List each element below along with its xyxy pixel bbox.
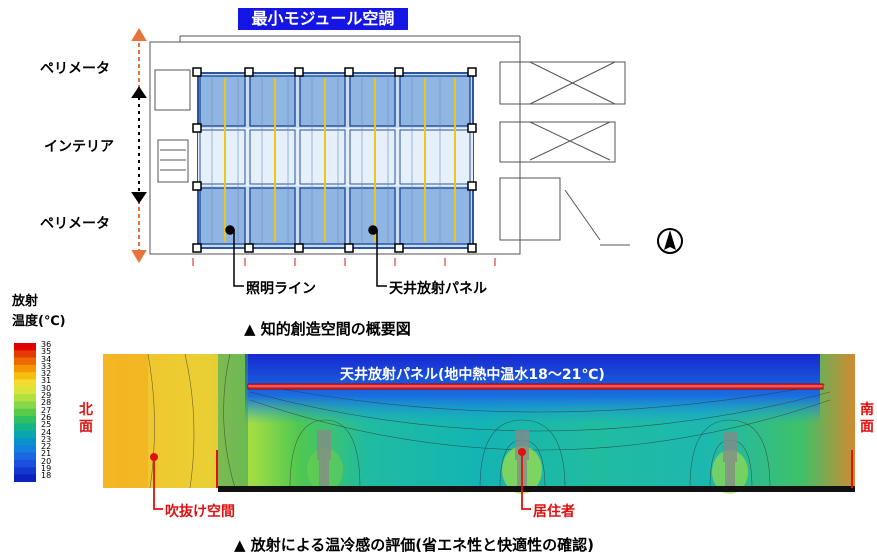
scale-tick: 18 xyxy=(41,471,52,481)
ceiling-panel-label: 天井放射パネル(地中熱中温水18〜21℃) xyxy=(340,367,605,383)
scale-tick: 25 xyxy=(41,420,52,430)
scale-swatch xyxy=(14,394,36,402)
scale-tick: 23 xyxy=(41,434,52,444)
occupant-label: 居住者 xyxy=(533,504,575,520)
caption-overview: ▲ 知的創造空間の概要図 xyxy=(244,320,411,338)
scale-tick: 24 xyxy=(41,427,52,437)
scale-tick: 19 xyxy=(41,464,52,474)
scale-tick: 32 xyxy=(41,369,52,379)
scale-tick: 26 xyxy=(41,412,52,422)
ceiling-panel-modules xyxy=(199,75,471,245)
scale-swatch xyxy=(14,350,36,358)
scale-tick: 29 xyxy=(41,391,52,401)
floor-plan-title: 最小モジュール空調 xyxy=(238,8,408,30)
scale-swatch xyxy=(14,445,36,453)
scale-tick: 35 xyxy=(41,347,52,357)
scale-swatch xyxy=(14,408,36,417)
scale-swatch xyxy=(14,357,36,366)
scale-swatch xyxy=(14,416,36,424)
scale-swatch xyxy=(14,467,36,475)
scale-tick: 27 xyxy=(41,405,52,415)
scale-swatch xyxy=(14,423,36,431)
void-space-label: 吹抜け空間 xyxy=(165,504,235,520)
scale-title-line2: 温度(℃) xyxy=(12,314,66,329)
zone-arrows xyxy=(131,28,147,263)
north-arrow-icon xyxy=(657,228,683,254)
scale-tick: 30 xyxy=(41,383,52,393)
scale-swatch xyxy=(14,364,36,373)
callout-leaders xyxy=(225,225,387,287)
scale-swatch xyxy=(14,372,36,380)
scale-tick: 21 xyxy=(41,449,52,459)
scale-swatch xyxy=(14,437,36,446)
caption-evaluation: ▲ 放射による温冷感の評価(省エネ性と快適性の確認) xyxy=(234,536,595,554)
zone-label-interior: インテリア xyxy=(44,139,114,155)
cfd-section xyxy=(103,353,855,510)
building-outline xyxy=(149,35,630,255)
scale-swatch xyxy=(14,430,36,439)
scale-swatch xyxy=(14,474,36,482)
scale-tick: 31 xyxy=(41,376,52,386)
scale-swatch xyxy=(14,401,36,409)
south-face-label: 南面 xyxy=(860,402,874,435)
color-scale xyxy=(14,343,36,482)
structural-columns xyxy=(192,67,477,253)
scale-tick: 36 xyxy=(41,340,52,349)
lighting-lines xyxy=(224,78,456,242)
scale-swatch xyxy=(14,379,36,388)
zone-label-perimeter-top: ペリメータ xyxy=(40,61,110,77)
zone-label-perimeter-bottom: ペリメータ xyxy=(40,216,110,232)
scale-tick: 33 xyxy=(41,361,52,371)
scale-swatch xyxy=(14,452,36,461)
scale-tick: 20 xyxy=(41,456,52,466)
scale-tick: 28 xyxy=(41,398,52,408)
callout-lighting-line: 照明ライン xyxy=(246,281,316,297)
scale-swatch xyxy=(14,459,36,468)
scale-swatch xyxy=(14,386,36,395)
scale-swatch xyxy=(14,343,36,351)
scale-title-line1: 放射 xyxy=(12,294,39,309)
north-face-label: 北面 xyxy=(79,402,93,435)
scale-tick: 34 xyxy=(41,354,52,364)
callout-ceiling-panel: 天井放射パネル xyxy=(389,281,487,297)
scale-tick: 22 xyxy=(41,442,52,452)
